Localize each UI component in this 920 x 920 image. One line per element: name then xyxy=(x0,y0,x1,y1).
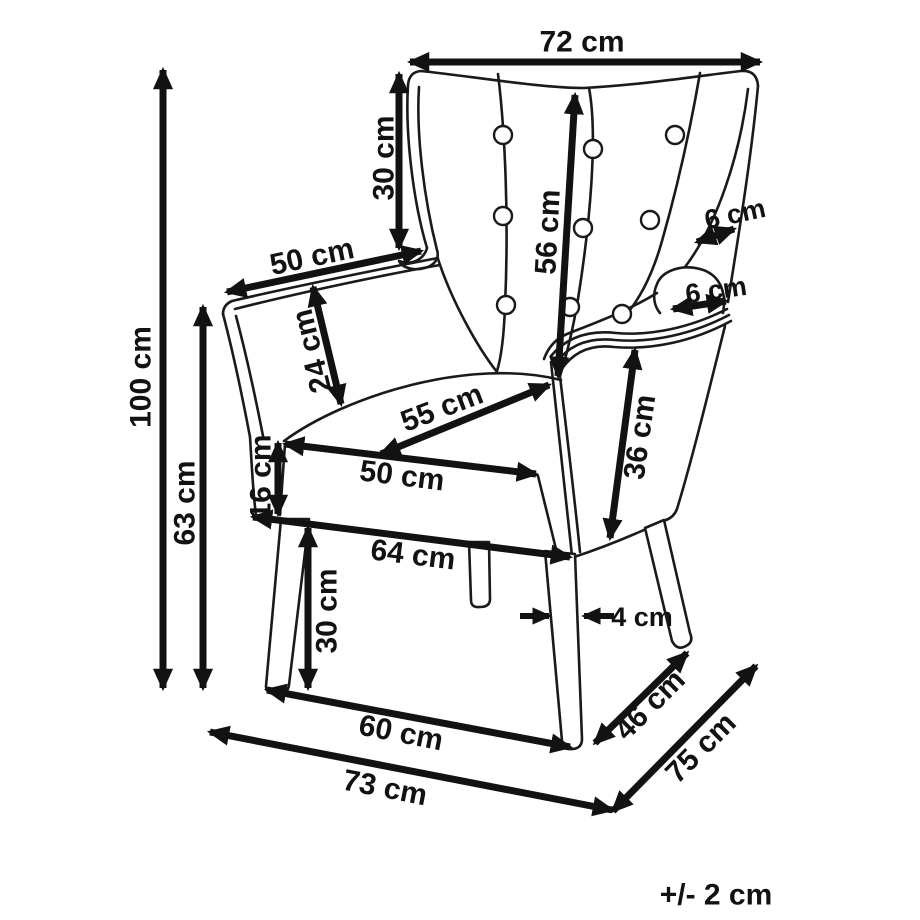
armrest-rail-middle xyxy=(554,313,731,365)
dimension-label-leg-height: 30 cm xyxy=(311,568,344,653)
dimension-seat-width: 50 cm xyxy=(281,436,540,498)
left-armrest-front-inner xyxy=(234,314,265,438)
dimension-wing-edge-width: 6 cm xyxy=(694,193,768,246)
tufting-button xyxy=(492,124,514,146)
dimension-armrest-length: 50 cm xyxy=(223,232,425,298)
dimension-base-front-width: 60 cm xyxy=(263,683,574,758)
dimension-overall-height: 100 cm xyxy=(125,66,174,692)
right-side-outer-edge xyxy=(664,324,727,522)
front-right-leg xyxy=(543,549,584,751)
dimension-arrow-seat-width xyxy=(281,436,540,482)
dimension-label-overall-height: 100 cm xyxy=(125,326,158,428)
dimension-armrest-height: 24 cm xyxy=(286,283,347,408)
tufting-buttons xyxy=(492,124,686,325)
dimension-label-top-width: 72 cm xyxy=(539,26,624,59)
base-left-edge xyxy=(248,435,258,517)
tufting-seam-right xyxy=(619,71,702,323)
dimension-arrow-backrest-height xyxy=(549,91,584,380)
dimension-armrest-scroll-width: 6 cm xyxy=(669,271,749,317)
backrest-top-edge xyxy=(406,69,760,90)
dimension-arrow-base-width xyxy=(249,509,574,565)
tufting-button xyxy=(664,124,686,146)
seatback-piping-inner xyxy=(556,358,582,554)
dimension-seat-frame-height: 16 cm xyxy=(245,434,289,520)
dimension-backrest-height: 56 cm xyxy=(529,91,584,380)
dimension-arrow-side-panel-height xyxy=(602,346,643,542)
dimension-leg-width: 4 cm xyxy=(581,602,673,632)
left-armrest-front-corner xyxy=(221,299,234,316)
tolerance-note: +/- 2 cm xyxy=(660,879,773,912)
tufting-button xyxy=(582,138,604,160)
dimension-label-leg-width: 4 cm xyxy=(611,602,673,632)
back-left-leg xyxy=(467,540,492,609)
tufting-seam-left xyxy=(495,72,508,373)
dimension-seat-depth: 55 cm xyxy=(378,377,552,458)
dimension-label-armrest-scroll-width: 6 cm xyxy=(683,271,748,309)
backrest-lower-left-edge xyxy=(436,257,499,374)
dimension-armrest-floor-height: 63 cm xyxy=(169,303,214,692)
dimension-label-seat-frame-height: 16 cm xyxy=(245,434,278,519)
tufting-button xyxy=(495,294,517,316)
tufting-button xyxy=(492,205,514,227)
dimension-label-armrest-floor-height: 63 cm xyxy=(169,460,202,545)
armrest-rail-outer xyxy=(549,307,729,358)
backrest-right-outer-edge xyxy=(726,84,760,304)
dimension-arrow-wing-edge-width xyxy=(694,225,737,246)
dimension-arrow-armrest-height xyxy=(307,283,347,408)
dimension-label-backrest-height: 56 cm xyxy=(529,189,566,276)
armrest-rail-lower xyxy=(559,319,733,372)
dimension-label-base-side-depth: 46 cm xyxy=(608,663,691,746)
back-right-leg xyxy=(643,518,693,649)
backrest-right-inner-edge xyxy=(683,87,750,269)
dimension-label-backrest-upper-height: 30 cm xyxy=(368,115,401,200)
left-armrest-front-outer xyxy=(221,312,252,439)
dimension-arrow-overall-width-bottom xyxy=(206,725,616,817)
dimension-arrow-overall-depth xyxy=(610,663,759,814)
armrest-scroll xyxy=(652,266,726,315)
tufting-button xyxy=(611,303,633,325)
backrest-left-inner-edge xyxy=(417,85,439,252)
front-left-leg xyxy=(264,517,311,696)
dimension-side-panel-height: 36 cm xyxy=(602,346,662,542)
dimension-leg-height: 30 cm xyxy=(297,524,344,692)
tufting-button xyxy=(572,217,594,239)
dimension-label-base-front-width: 60 cm xyxy=(356,709,446,758)
dimension-base-side-depth: 46 cm xyxy=(592,650,692,747)
tufting-button xyxy=(639,209,661,231)
dimension-arrow-armrest-scroll-width xyxy=(669,293,730,317)
seat-front-right-edge xyxy=(536,474,558,551)
dimension-label-wing-edge-width: 6 cm xyxy=(702,193,768,235)
dimension-arrow-armrest-length xyxy=(223,245,425,298)
dimension-top-width: 72 cm xyxy=(406,26,764,73)
dimension-backrest-upper-height: 30 cm xyxy=(368,70,410,252)
